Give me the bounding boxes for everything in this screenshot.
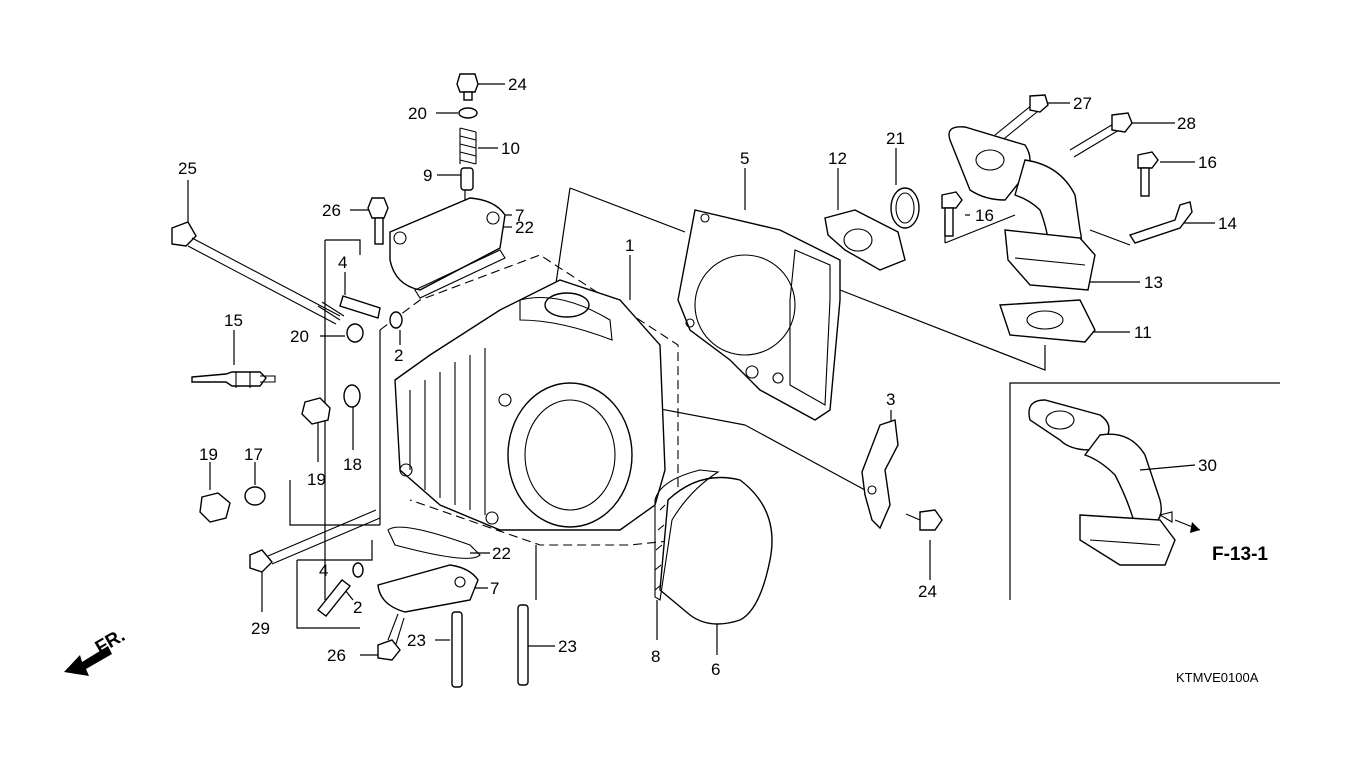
callout-1: 1 xyxy=(625,236,634,255)
callout-22-bottom: 22 xyxy=(492,544,511,563)
callout-5: 5 xyxy=(740,149,749,168)
callout-9: 9 xyxy=(423,166,432,185)
callout-3: 3 xyxy=(886,390,895,409)
callout-11: 11 xyxy=(1134,323,1152,342)
callout-13: 13 xyxy=(1144,273,1163,292)
callout-28: 28 xyxy=(1177,114,1196,133)
callout-20-left: 20 xyxy=(290,327,309,346)
head-gasket-5 xyxy=(677,209,841,421)
intake-pipe-30-drawing xyxy=(1028,399,1176,566)
spark-plug-15 xyxy=(191,371,276,388)
callout-14: 14 xyxy=(1218,214,1237,233)
callout-2-top: 2 xyxy=(394,346,403,365)
callout-25: 25 xyxy=(178,159,197,178)
callout-22-top: 22 xyxy=(515,218,534,237)
callout-24-top: 24 xyxy=(508,75,527,94)
callout-7-top: 7 xyxy=(515,206,524,225)
callout-16-right: 16 xyxy=(1198,153,1217,172)
callout-4-bottom: 4 xyxy=(319,561,328,580)
callout-6: 6 xyxy=(711,660,720,679)
callout-30: 30 xyxy=(1198,456,1217,475)
callout-7-bottom: 7 xyxy=(490,579,499,598)
intake-pipe-13 xyxy=(948,126,1096,291)
spring-10 xyxy=(459,127,477,165)
callout-23-left: 23 xyxy=(407,631,426,650)
callout-8: 8 xyxy=(651,647,660,666)
callout-16-left: 16 xyxy=(975,206,994,225)
callout-18: 18 xyxy=(343,455,362,474)
leader-lines xyxy=(187,83,1215,656)
bolt-25 xyxy=(171,221,345,325)
bolt-24-top xyxy=(456,73,479,101)
callout-19-left: 19 xyxy=(199,445,218,464)
callout-10: 10 xyxy=(501,139,520,158)
stud-29 xyxy=(249,509,381,573)
part-drawings xyxy=(64,73,1193,688)
callout-26-top: 26 xyxy=(322,201,341,220)
callout-12: 12 xyxy=(828,149,847,168)
callout-2-bottom: 2 xyxy=(353,598,362,617)
bolt-26-bottom xyxy=(377,613,405,661)
callout-15: 15 xyxy=(224,311,243,330)
callout-19-mid: 19 xyxy=(307,470,326,489)
callout-4-top: 4 xyxy=(338,253,347,272)
callout-17: 17 xyxy=(244,445,263,464)
callout-27: 27 xyxy=(1073,94,1092,113)
callout-23-right: 23 xyxy=(558,637,577,656)
callout-21: 21 xyxy=(886,129,905,148)
front-arrow xyxy=(64,646,112,676)
callout-26-bottom: 26 xyxy=(327,646,346,665)
callout-20-top: 20 xyxy=(408,104,427,123)
reference-label: F-13-1 xyxy=(1212,544,1268,565)
inset-box xyxy=(1009,382,1280,600)
bolt-26-top xyxy=(367,197,389,245)
side-cover-6 xyxy=(654,469,773,625)
callout-24-right: 24 xyxy=(918,582,937,601)
diagram-code: KTMVE0100A xyxy=(1176,670,1259,685)
callout-29: 29 xyxy=(251,619,270,638)
cylinder-head-1 xyxy=(394,279,666,531)
